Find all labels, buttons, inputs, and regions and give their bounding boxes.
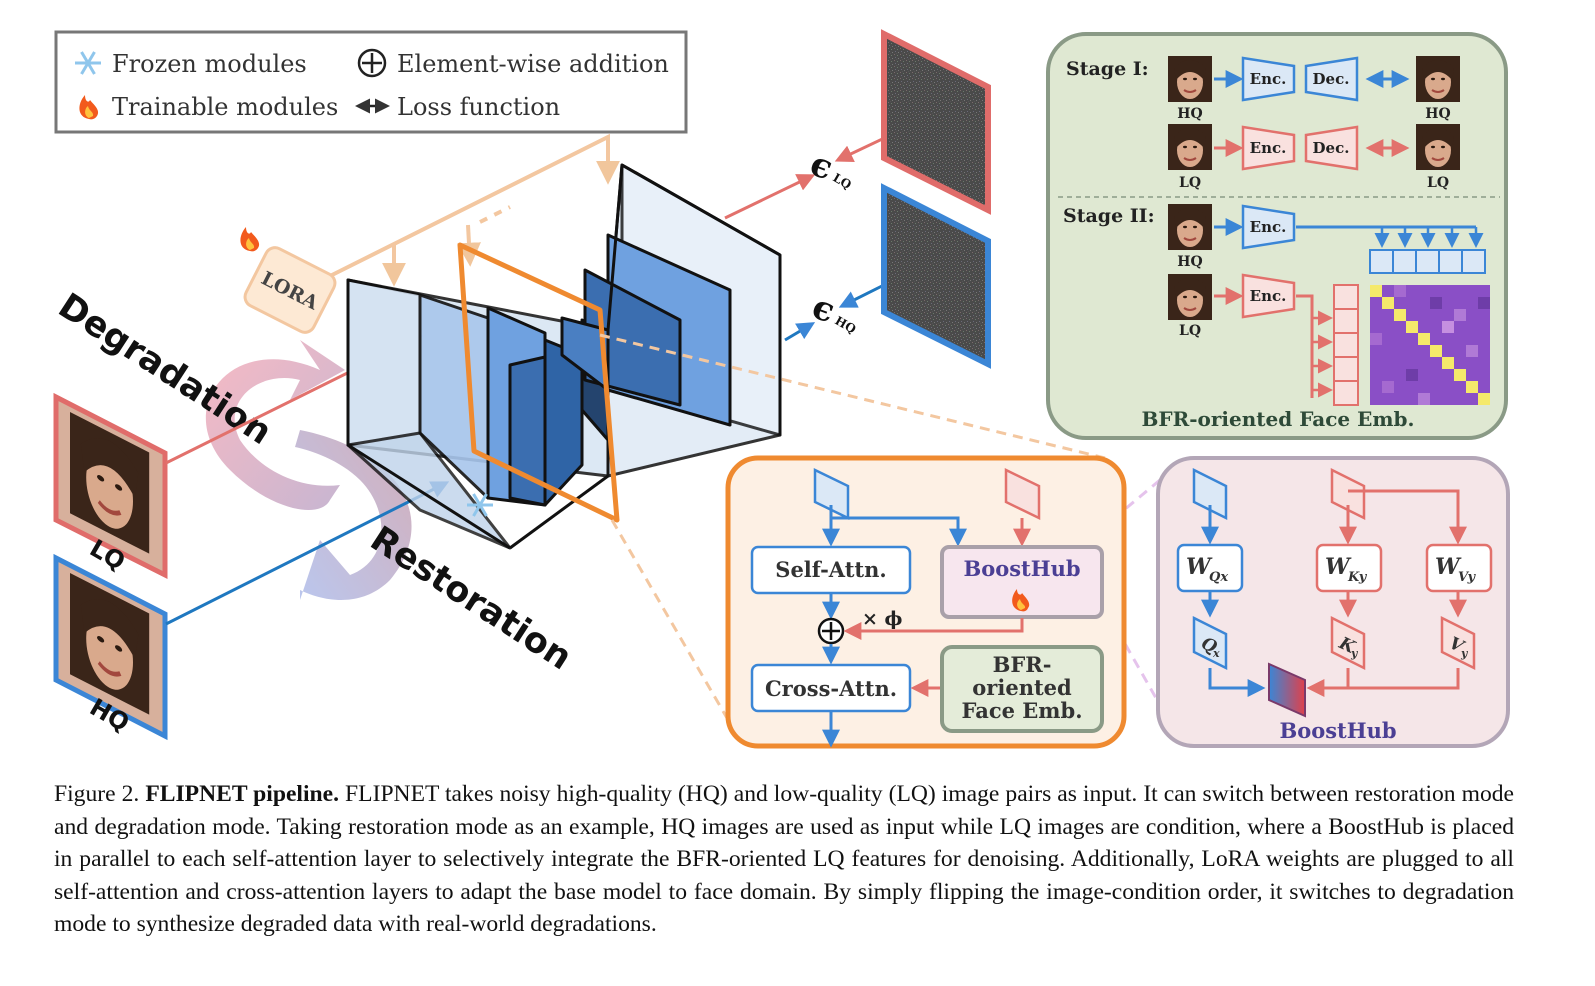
epsilon-lq: ϵ LQ xyxy=(805,144,854,192)
emb-line2: oriented xyxy=(972,675,1072,700)
lora-flame-icon xyxy=(240,227,260,252)
addition-node xyxy=(817,617,845,645)
svg-text:LQ: LQ xyxy=(1179,175,1201,191)
legend-addition: Element-wise addition xyxy=(397,50,669,78)
boosthub-flame-icon xyxy=(1012,589,1030,612)
face-thumb xyxy=(1415,55,1461,103)
svg-text:y: y xyxy=(1460,647,1469,660)
legend-frozen: Frozen modules xyxy=(112,50,307,78)
svg-text:Dec.: Dec. xyxy=(1313,139,1350,157)
stage1-label: Stage I: xyxy=(1066,58,1149,80)
encoder-label: Enc. xyxy=(1250,70,1287,88)
boosthub-label: BoostHub xyxy=(963,556,1080,581)
cross-attn-label: Cross-Attn. xyxy=(765,676,897,701)
phi-scale-label: × ϕ xyxy=(862,608,903,630)
svg-text:LQ: LQ xyxy=(831,170,854,192)
caption-figure: Figure 2. xyxy=(54,781,140,807)
snowflake-icon xyxy=(75,51,101,75)
noise-image-hq xyxy=(881,183,991,369)
restoration-label: Restoration xyxy=(363,519,578,678)
svg-text:Ky: Ky xyxy=(1347,570,1368,585)
lora-module: LORA xyxy=(240,227,337,334)
caption-title: FLIPNET pipeline. xyxy=(145,781,340,807)
hq-arrow xyxy=(165,481,450,626)
lora-connections xyxy=(329,133,620,287)
unet-model xyxy=(346,163,782,550)
face-embedding-panel: Stage I: Stage II: HQ Enc. Dec. HQ LQ En… xyxy=(1046,32,1508,440)
lq-token-column xyxy=(1333,284,1359,406)
hq-input-image xyxy=(53,553,168,741)
unet-snowflake-icon xyxy=(467,493,493,517)
legend-loss: Loss function xyxy=(397,93,560,121)
wk-label: W xyxy=(1325,554,1352,580)
legend-trainable: Trainable modules xyxy=(112,93,338,121)
hq-token-row xyxy=(1369,249,1486,274)
face-embedding-title: BFR-oriented Face Emb. xyxy=(1142,407,1415,431)
boosthub-output xyxy=(1268,662,1306,718)
plus-circle-icon xyxy=(357,48,387,78)
similarity-matrix xyxy=(1370,285,1490,405)
boosthub-detail-title: BoostHub xyxy=(1279,718,1396,743)
zoom-line xyxy=(599,333,1106,460)
svg-text:x: x xyxy=(1212,647,1220,660)
face-thumb xyxy=(1167,55,1213,103)
svg-text:LQ: LQ xyxy=(1427,175,1449,191)
emb-line1: BFR- xyxy=(993,652,1052,677)
svg-text:Qx: Qx xyxy=(1209,570,1228,585)
output-arrow-hq xyxy=(784,322,816,342)
decoder-label: Dec. xyxy=(1313,70,1350,88)
svg-text:Enc.: Enc. xyxy=(1250,287,1287,305)
face-thumb xyxy=(1167,273,1213,321)
lq-input-image xyxy=(53,392,168,580)
svg-text:y: y xyxy=(1350,647,1359,660)
self-attn-label: Self-Attn. xyxy=(775,557,886,582)
svg-text:Enc.: Enc. xyxy=(1250,139,1287,157)
flipnet-diagram: Frozen modules Trainable modules Element… xyxy=(51,29,1510,749)
boosthub-detail: W Qx W Ky W Vy Q x K y V y BoostHub xyxy=(1156,456,1510,748)
svg-text:LQ: LQ xyxy=(1179,323,1201,339)
caption-body: FLIPNET takes noisy high-quality (HQ) an… xyxy=(54,781,1515,937)
stage2-label: Stage II: xyxy=(1063,205,1155,227)
epsilon-hq: ϵ HQ xyxy=(807,287,858,337)
emb-line3: Face Emb. xyxy=(961,698,1082,723)
flame-icon xyxy=(79,95,99,120)
face-thumb xyxy=(1415,123,1461,171)
svg-text:HQ: HQ xyxy=(1177,254,1202,270)
noise-image-lq xyxy=(881,29,991,215)
face-thumb xyxy=(1167,123,1213,171)
face-thumb xyxy=(1167,203,1213,251)
svg-text:Enc.: Enc. xyxy=(1250,218,1287,236)
wv-label: W xyxy=(1435,554,1462,580)
attention-block-detail: Self-Attn. BoostHub × ϕ Cross-Attn. BFR-… xyxy=(725,455,1127,749)
highlight-frame xyxy=(457,242,620,523)
figure-caption: Figure 2. FLIPNET pipeline. FLIPNET take… xyxy=(54,778,1514,941)
zoom-line xyxy=(1099,478,1161,532)
svg-text:HQ: HQ xyxy=(1177,106,1202,122)
legend: Frozen modules Trainable modules Element… xyxy=(54,30,688,134)
wq-label: W xyxy=(1186,554,1213,580)
output-arrow-lq xyxy=(724,174,816,220)
svg-text:HQ: HQ xyxy=(1425,106,1450,122)
zoom-line xyxy=(610,519,729,719)
svg-text:Vy: Vy xyxy=(1458,570,1477,585)
svg-text:HQ: HQ xyxy=(833,313,859,336)
